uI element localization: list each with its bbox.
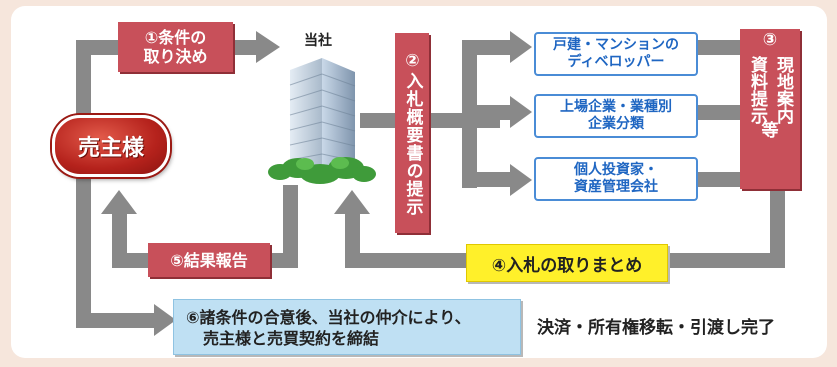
step3-columns: 現地案内 資料提示 — [745, 52, 795, 124]
final-step-label: 決済・所有権移転・引渡し完了 — [537, 318, 775, 338]
buyer-individual-investor: 個人投資家・ 資産管理会社 — [534, 157, 698, 201]
step3-col3: 等 — [761, 121, 779, 141]
step6-line1: ⑥諸条件の合意後、当社の仲介により、 — [186, 308, 471, 327]
office-building-image — [268, 58, 376, 184]
step3-tag: ③ 現地案内 資料提示 等 — [740, 29, 800, 189]
step3-col1: 現地案内 — [773, 56, 793, 124]
company-label: 当社 — [304, 33, 332, 49]
step1-line2: 取り決め — [143, 47, 208, 66]
step1-tag: ①条件の 取り決め — [118, 22, 233, 72]
step6-box: ⑥諸条件の合意後、当社の仲介により、 売主様と売買契約を締結 — [173, 299, 521, 355]
buyer-listed-line2: 企業分類 — [588, 116, 644, 132]
seller-badge: 売主様 — [52, 115, 170, 177]
step3-col2: 資料提示 — [747, 56, 767, 124]
step2-tag: ②入札概要書の提示 — [395, 33, 429, 233]
buyer-individual-line1: 個人投資家・ — [574, 162, 658, 178]
step1-line1: ①条件の — [144, 28, 207, 47]
buyer-listed-company: 上場企業・業種別 企業分類 — [534, 94, 698, 138]
buyer-listed-line1: 上場企業・業種別 — [560, 99, 672, 115]
step4-box: ④入札の取りまとめ — [466, 244, 668, 282]
step5-tag: ⑤結果報告 — [148, 243, 270, 277]
step6-line2: 売主様と売買契約を締結 — [203, 329, 380, 348]
step3-number: ③ — [762, 30, 778, 50]
buyer-developer-line1: 戸建・マンションの — [553, 37, 679, 53]
buyer-individual-line2: 資産管理会社 — [574, 179, 658, 195]
buyer-developer: 戸建・マンションの ディベロッパー — [534, 32, 698, 76]
buyer-developer-line2: ディベロッパー — [567, 54, 665, 70]
